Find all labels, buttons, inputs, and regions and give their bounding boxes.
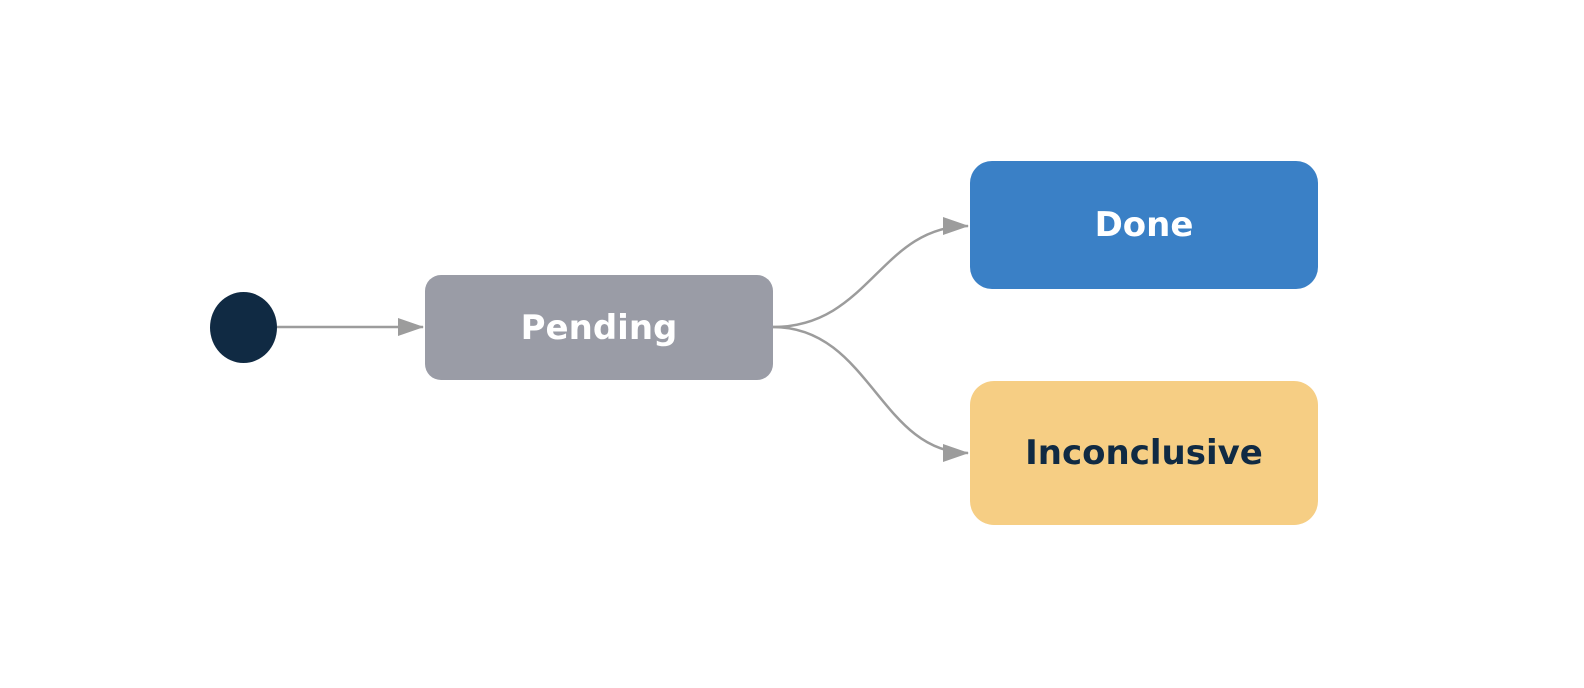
state-pending: Pending — [425, 275, 773, 380]
initial-state-node — [210, 292, 277, 363]
edge-pending-to-inconclusive — [772, 325, 969, 462]
state-inconclusive: Inconclusive — [970, 381, 1318, 525]
state-done: Done — [970, 161, 1318, 289]
state-done-label: Done — [1094, 205, 1194, 245]
edge-pending-to-done — [772, 217, 969, 329]
state-inconclusive-label: Inconclusive — [1025, 433, 1263, 473]
state-pending-label: Pending — [520, 307, 678, 348]
